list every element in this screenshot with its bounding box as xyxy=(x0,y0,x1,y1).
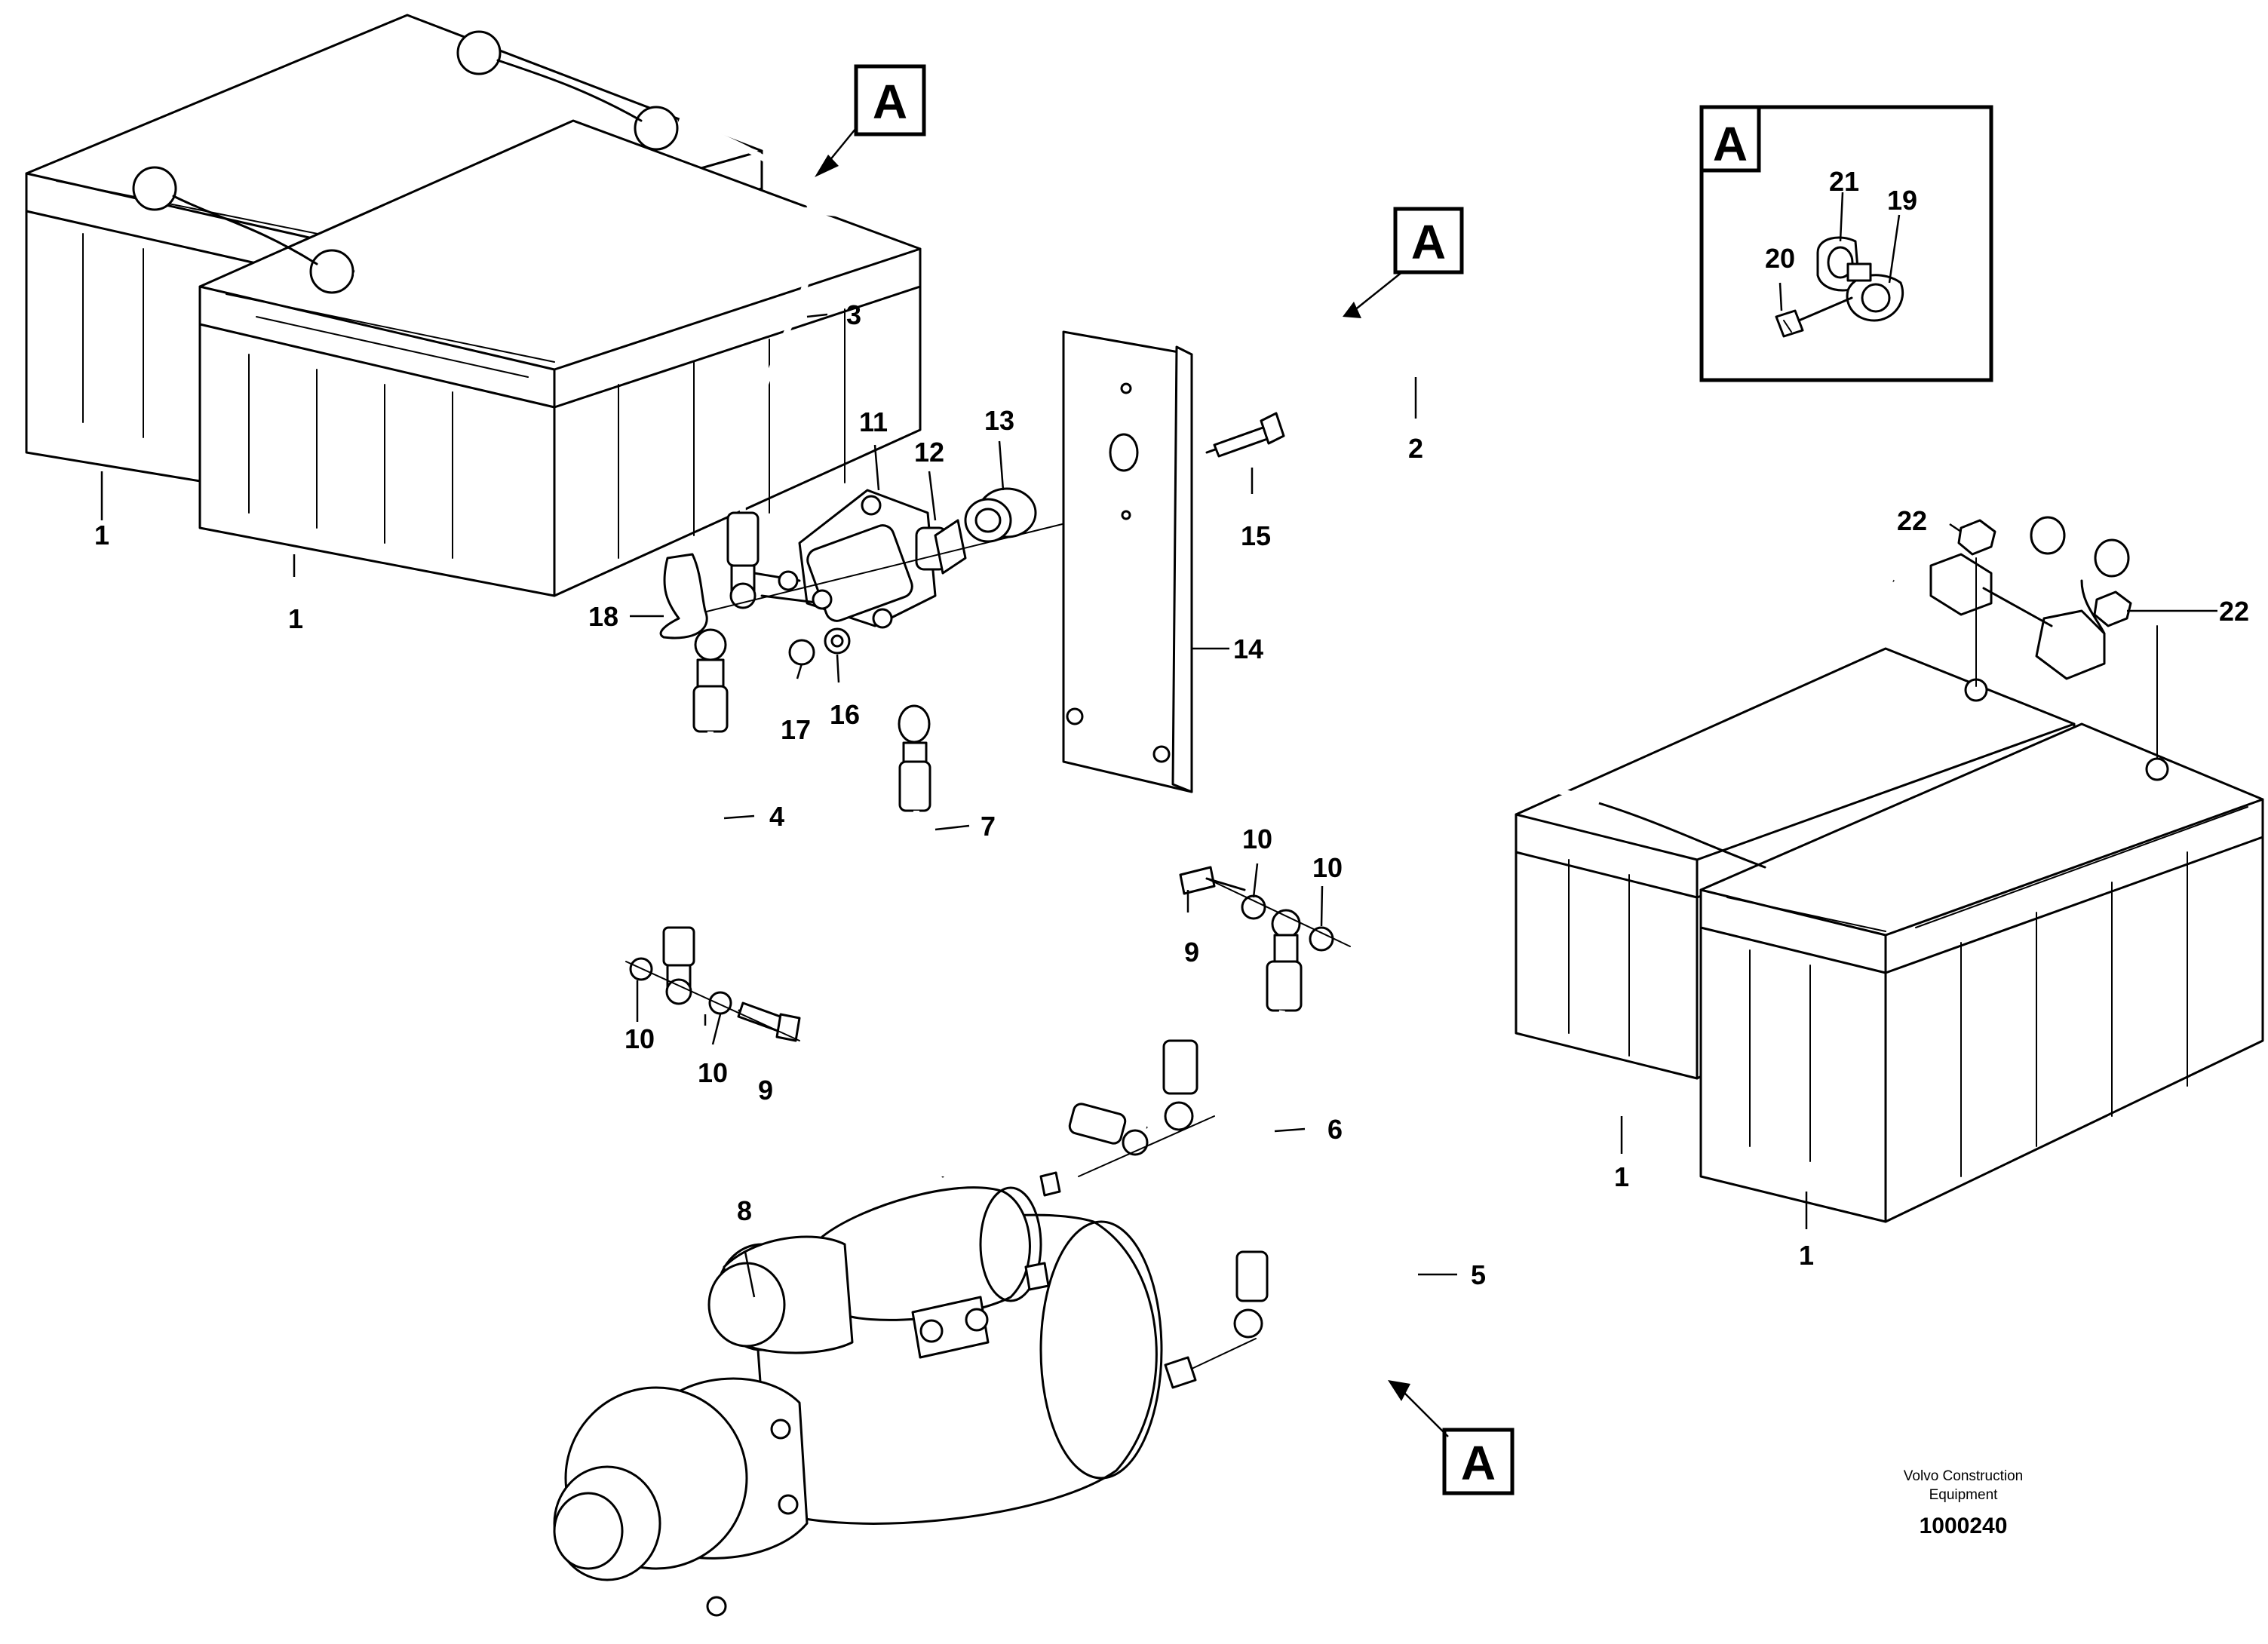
callout-21: 21 xyxy=(1829,166,1859,197)
callout-10: 10 xyxy=(698,1057,728,1088)
callout-3: 3 xyxy=(846,299,861,330)
drawing-footer: Volvo Construction Equipment 1000240 xyxy=(1904,1468,2023,1538)
cable-2 xyxy=(353,207,1895,584)
cable-6 xyxy=(1233,909,1303,1339)
view-marker-label: A xyxy=(873,75,907,129)
callout-7: 7 xyxy=(981,811,996,842)
callout-20: 20 xyxy=(1765,243,1795,274)
callout-22: 22 xyxy=(1897,505,1927,536)
mounting-plate xyxy=(1062,330,1193,793)
inset-reference-label: A xyxy=(1713,117,1748,171)
view-marker-label: A xyxy=(1461,1436,1496,1490)
callout-10: 10 xyxy=(625,1023,655,1054)
view-marker-a-bottom: A xyxy=(1388,1380,1515,1495)
company-name-line1: Volvo Construction xyxy=(1904,1468,2023,1484)
callout-5: 5 xyxy=(1471,1259,1486,1290)
cable-5 xyxy=(1091,785,1600,1489)
battery-disconnect-switch xyxy=(678,487,1140,629)
cable-4 xyxy=(662,628,729,1005)
fastener-set-center xyxy=(1179,866,1351,952)
detail-inset-a xyxy=(1699,105,1993,382)
callout-4: 4 xyxy=(769,801,784,832)
callout-2: 2 xyxy=(1408,433,1423,464)
callout-1: 1 xyxy=(288,603,303,634)
callout-10: 10 xyxy=(1242,824,1272,854)
callout-13: 13 xyxy=(984,405,1014,436)
callout-17: 17 xyxy=(781,714,811,745)
nut-and-washer xyxy=(788,627,851,666)
bolt-15 xyxy=(1205,412,1285,458)
callout-10: 10 xyxy=(1312,852,1343,883)
callout-6: 6 xyxy=(1327,1114,1343,1145)
cable-7 xyxy=(898,704,1198,1131)
view-marker-a-right: A xyxy=(1343,207,1464,318)
battery-pair-lower-right xyxy=(1515,647,2264,1223)
callout-11: 11 xyxy=(859,406,888,437)
callout-22: 22 xyxy=(2219,596,2249,627)
callout-19: 19 xyxy=(1887,185,1917,216)
callout-1: 1 xyxy=(94,520,109,551)
callout-16: 16 xyxy=(830,699,860,730)
leader-lines xyxy=(100,192,2217,1298)
battery-pair-upper-left xyxy=(25,14,922,597)
callout-1: 1 xyxy=(1799,1240,1814,1271)
callout-labels: 1 1 1 1 2 3 4 5 6 7 8 9 9 10 10 10 10 11… xyxy=(94,166,2249,1290)
cable-clamp-right xyxy=(1929,516,2158,759)
callout-15: 15 xyxy=(1241,520,1271,551)
callout-14: 14 xyxy=(1233,633,1263,664)
drawing-number: 1000240 xyxy=(1920,1514,2008,1538)
callout-18: 18 xyxy=(588,601,618,632)
fastener-set-left xyxy=(625,957,801,1042)
callout-12: 12 xyxy=(914,437,944,468)
terminal-boot xyxy=(659,553,708,640)
cable-3 xyxy=(677,118,818,609)
callout-8: 8 xyxy=(737,1195,752,1226)
callout-1: 1 xyxy=(1614,1161,1629,1192)
callout-9: 9 xyxy=(758,1075,773,1106)
company-name-line2: Equipment xyxy=(1929,1487,1999,1503)
starter-motor xyxy=(553,1102,1257,1617)
callout-9: 9 xyxy=(1184,937,1199,968)
view-marker-a-top: A xyxy=(815,64,926,177)
view-marker-label: A xyxy=(1411,215,1446,269)
